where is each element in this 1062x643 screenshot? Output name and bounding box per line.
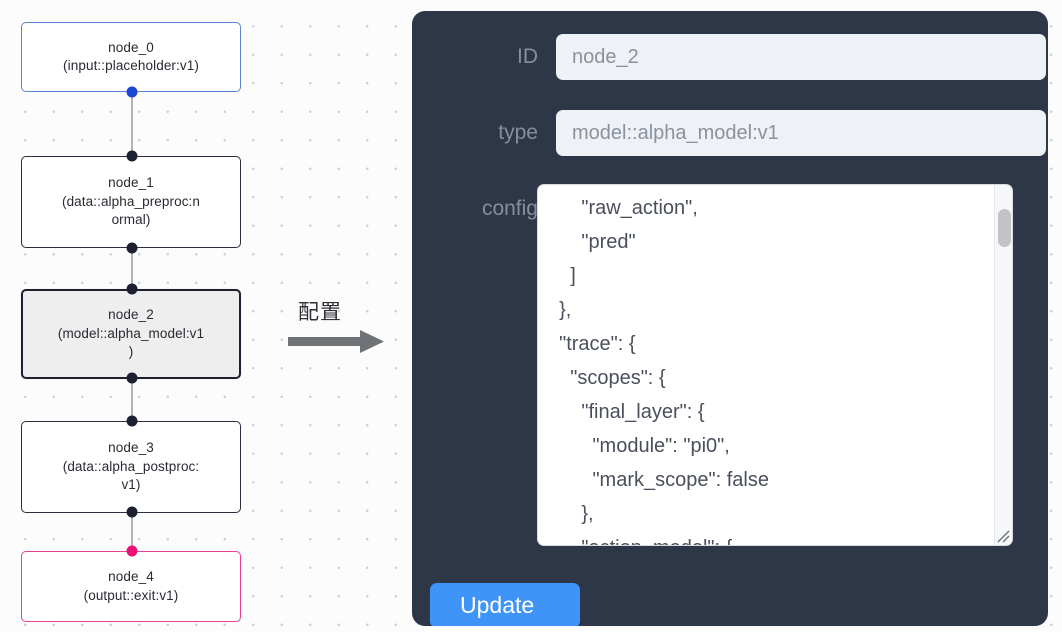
node-config-panel: ID type config "raw_action", "pred" ] },… [412, 11, 1048, 626]
edge-node3-node4 [131, 512, 133, 552]
node-handle-target-node_4[interactable] [126, 545, 137, 557]
flow-node-node_2[interactable]: node_2 (model::alpha_model:v1 ) [21, 289, 241, 379]
node-handle-source-node_1[interactable] [126, 242, 137, 254]
field-row-id: ID [430, 34, 1046, 80]
config-field-label: config [481, 197, 538, 220]
flow-node-label: node_2 (model::alpha_model:v1 ) [57, 307, 205, 360]
flow-node-node_3[interactable]: node_3 (data::alpha_postproc: v1) [21, 421, 241, 513]
config-textarea-wrapper: "raw_action", "pred" ] }, "trace": { "sc… [538, 185, 1012, 545]
config-scrollbar-thumb[interactable] [998, 209, 1011, 247]
config-scrollbar[interactable] [994, 185, 1012, 545]
flow-node-node_1[interactable]: node_1 (data::alpha_preproc:n ormal) [21, 156, 241, 248]
type-field-label: type [498, 121, 538, 144]
flow-node-label: node_3 (data::alpha_postproc: v1) [62, 440, 200, 493]
flow-node-node_4[interactable]: node_4 (output::exit:v1) [21, 551, 241, 622]
annotation-label: 配置 [298, 300, 342, 324]
flow-node-label: node_4 (output::exit:v1) [83, 569, 179, 603]
edge-node0-node1 [131, 92, 133, 157]
update-button[interactable]: Update [430, 583, 580, 626]
node-handle-target-node_3[interactable] [126, 415, 137, 427]
edge-node2-node3 [131, 378, 133, 422]
config-textarea[interactable]: "raw_action", "pred" ] }, "trace": { "sc… [559, 197, 769, 545]
canvas-bottom-edge [0, 631, 1062, 643]
field-row-type: type [430, 110, 1046, 156]
node-handle-source-node_3[interactable] [126, 506, 137, 518]
type-input[interactable] [556, 110, 1046, 156]
flow-node-label: node_0 (input::placeholder:v1) [63, 39, 199, 74]
flow-node-node_0[interactable]: node_0 (input::placeholder:v1) [21, 22, 241, 92]
flow-node-label: node_1 (data::alpha_preproc:n ormal) [61, 175, 201, 228]
id-input[interactable] [556, 34, 1046, 80]
node-handle-target-node_1[interactable] [126, 150, 137, 162]
node-handle-source-node_2[interactable] [126, 372, 137, 384]
annotation-arrow-group: 配置 [288, 296, 400, 358]
node-handle-source-node_0[interactable] [126, 86, 137, 98]
node-handle-target-node_2[interactable] [126, 283, 137, 295]
resize-grip-icon[interactable] [994, 527, 1011, 544]
edge-node1-node2 [131, 248, 133, 290]
arrow-right-icon [288, 330, 384, 353]
id-field-label: ID [517, 45, 538, 68]
